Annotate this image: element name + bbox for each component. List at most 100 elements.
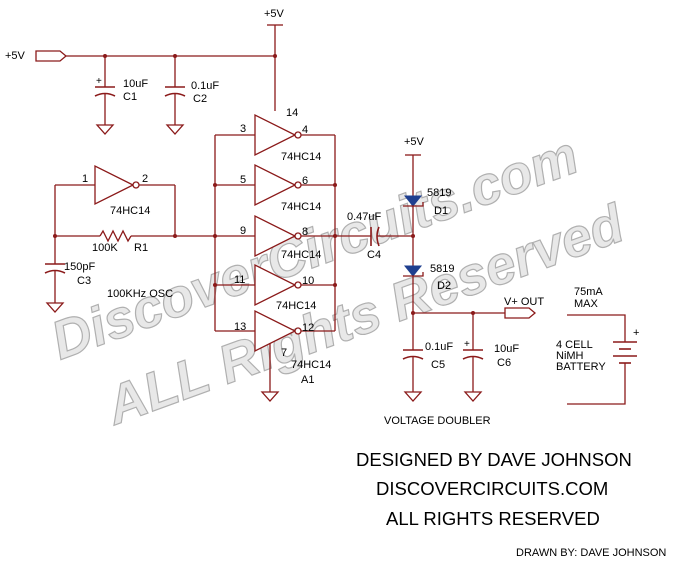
battery-line1: 4 CELL — [556, 339, 593, 351]
ic-pin-4: 4 — [302, 124, 308, 136]
doubler-label: VOLTAGE DOUBLER — [384, 415, 491, 427]
supply-section: +5V + 10uF C1 0.1uF C2 +5V 14 — [5, 8, 298, 135]
c1-plate-bottom — [94, 92, 116, 97]
c6-polarity-plus: + — [464, 339, 470, 350]
r1-value: 100K — [92, 242, 118, 254]
ic-pin-12: 12 — [302, 322, 314, 334]
c6-ref: C6 — [497, 357, 511, 369]
vout-label: V+ OUT — [504, 296, 544, 308]
gate-part-label: 74HC14 — [281, 151, 321, 163]
c5-value: 0.1uF — [425, 341, 453, 353]
ic-pin-11: 11 — [234, 274, 245, 286]
inverter-bubble-icon — [294, 232, 302, 240]
c2-plate-bottom — [164, 92, 186, 97]
diode-supply-label: +5V — [404, 136, 425, 148]
c2-value: 0.1uF — [191, 80, 219, 92]
junction-dot — [411, 311, 415, 315]
ic-pin-6: 6 — [302, 175, 308, 187]
c1-ref: C1 — [123, 91, 137, 103]
inverter-bubble-icon — [294, 281, 302, 289]
output-connector-icon — [504, 307, 537, 319]
diode-cathode-bar — [403, 202, 424, 207]
c1-value: 10uF — [123, 78, 148, 90]
ic-pin-5: 5 — [240, 174, 246, 186]
d1-part: 5819 — [427, 187, 451, 199]
inverter-icon — [254, 113, 297, 157]
ground-icon — [403, 391, 423, 402]
inverter-bubble-icon — [132, 181, 140, 189]
oscillator-section: 1 2 74HC14 100K R1 150pF C3 100KHz OSC — [44, 164, 217, 313]
gate-part-label: 74HC14 — [281, 201, 321, 213]
ic-pin-3: 3 — [240, 123, 246, 135]
junction-dot — [213, 183, 217, 187]
ground-icon — [165, 124, 185, 135]
c1-polarity-plus: + — [96, 76, 102, 87]
diode-icon — [403, 265, 423, 277]
diode-icon — [403, 195, 423, 207]
input-voltage-label: +5V — [5, 50, 26, 62]
junction-dot — [333, 183, 337, 187]
ic-ref-label: A1 — [301, 374, 314, 386]
inverter-bubble-icon — [294, 181, 302, 189]
c6-value: 10uF — [494, 343, 519, 355]
watermark: DiscoverCircuits.com ALL Rights Reserved — [43, 124, 633, 437]
battery-line2: NiMH — [556, 350, 584, 362]
diode-cathode-bar — [403, 272, 424, 277]
ic-pin-8: 8 — [302, 226, 308, 238]
credits: DESIGNED BY DAVE JOHNSON DISCOVERCIRCUIT… — [356, 449, 666, 559]
site-text: DISCOVERCIRCUITS.COM — [376, 478, 608, 499]
junction-dot — [173, 234, 177, 238]
osc-pin-2: 2 — [142, 173, 148, 185]
drawn-by-text: DRAWN BY: DAVE JOHNSON — [516, 547, 666, 559]
designed-by-text: DESIGNED BY DAVE JOHNSON — [356, 449, 632, 470]
inverter-icon — [254, 309, 297, 353]
input-connector-icon — [35, 50, 68, 62]
resistor-icon — [99, 229, 132, 243]
ground-icon — [463, 391, 483, 402]
ic-pin-9: 9 — [240, 225, 246, 237]
osc-inverter-icon — [94, 164, 135, 206]
d2-part: 5819 — [430, 263, 454, 275]
ground-icon — [95, 124, 115, 135]
battery-line3: BATTERY — [556, 361, 606, 373]
c5-ref: C5 — [431, 359, 445, 371]
gate-part-label: 74HC14 — [281, 249, 321, 261]
d1-ref: D1 — [434, 205, 448, 217]
battery-section: 75mA MAX + 4 CELL NiMH BATTERY — [556, 286, 639, 405]
r1-ref: R1 — [134, 242, 148, 254]
buffer-section: 3 4 74HC14 5 6 74HC14 9 8 74HC14 11 10 7… — [213, 113, 337, 402]
current-label: 75mA — [574, 286, 603, 298]
ic-pin-10: 10 — [302, 275, 314, 287]
inverter-bubble-icon — [294, 327, 302, 335]
inverter-icon — [254, 263, 297, 307]
ic-pin-14: 14 — [286, 107, 298, 119]
battery-bottom-wire — [567, 363, 626, 405]
battery-top-wire — [567, 314, 626, 342]
ic-part-label: 74HC14 — [291, 359, 331, 371]
c6-plate-bottom — [462, 355, 484, 360]
c3-ref: C3 — [77, 275, 91, 287]
inverter-icon — [254, 163, 297, 207]
doubler-section: 0.47uF C4 +5V 5819 D1 5819 D2 V+ OUT 0.1… — [335, 136, 544, 427]
c4-ref: C4 — [367, 249, 381, 261]
oscillator-label: 100KHz OSC — [107, 288, 173, 300]
inverter-icon — [254, 214, 297, 258]
c3-value: 150pF — [64, 261, 95, 273]
ic-pin-13: 13 — [234, 321, 246, 333]
rights-text: ALL RIGHTS RESERVED — [386, 508, 600, 529]
osc-pin-1: 1 — [82, 173, 88, 185]
c2-ref: C2 — [193, 93, 207, 105]
c5-plate-bottom — [402, 355, 424, 360]
ground-icon — [45, 302, 65, 313]
junction-dot — [213, 283, 217, 287]
ground-icon — [260, 391, 280, 402]
d2-ref: D2 — [437, 280, 451, 292]
top-supply-label: +5V — [264, 8, 285, 20]
junction-dot — [333, 283, 337, 287]
battery-plus-sign: + — [633, 327, 639, 339]
ic-pin-7: 7 — [281, 347, 287, 359]
inverter-bubble-icon — [294, 131, 302, 139]
osc-inverter-part: 74HC14 — [110, 205, 150, 217]
